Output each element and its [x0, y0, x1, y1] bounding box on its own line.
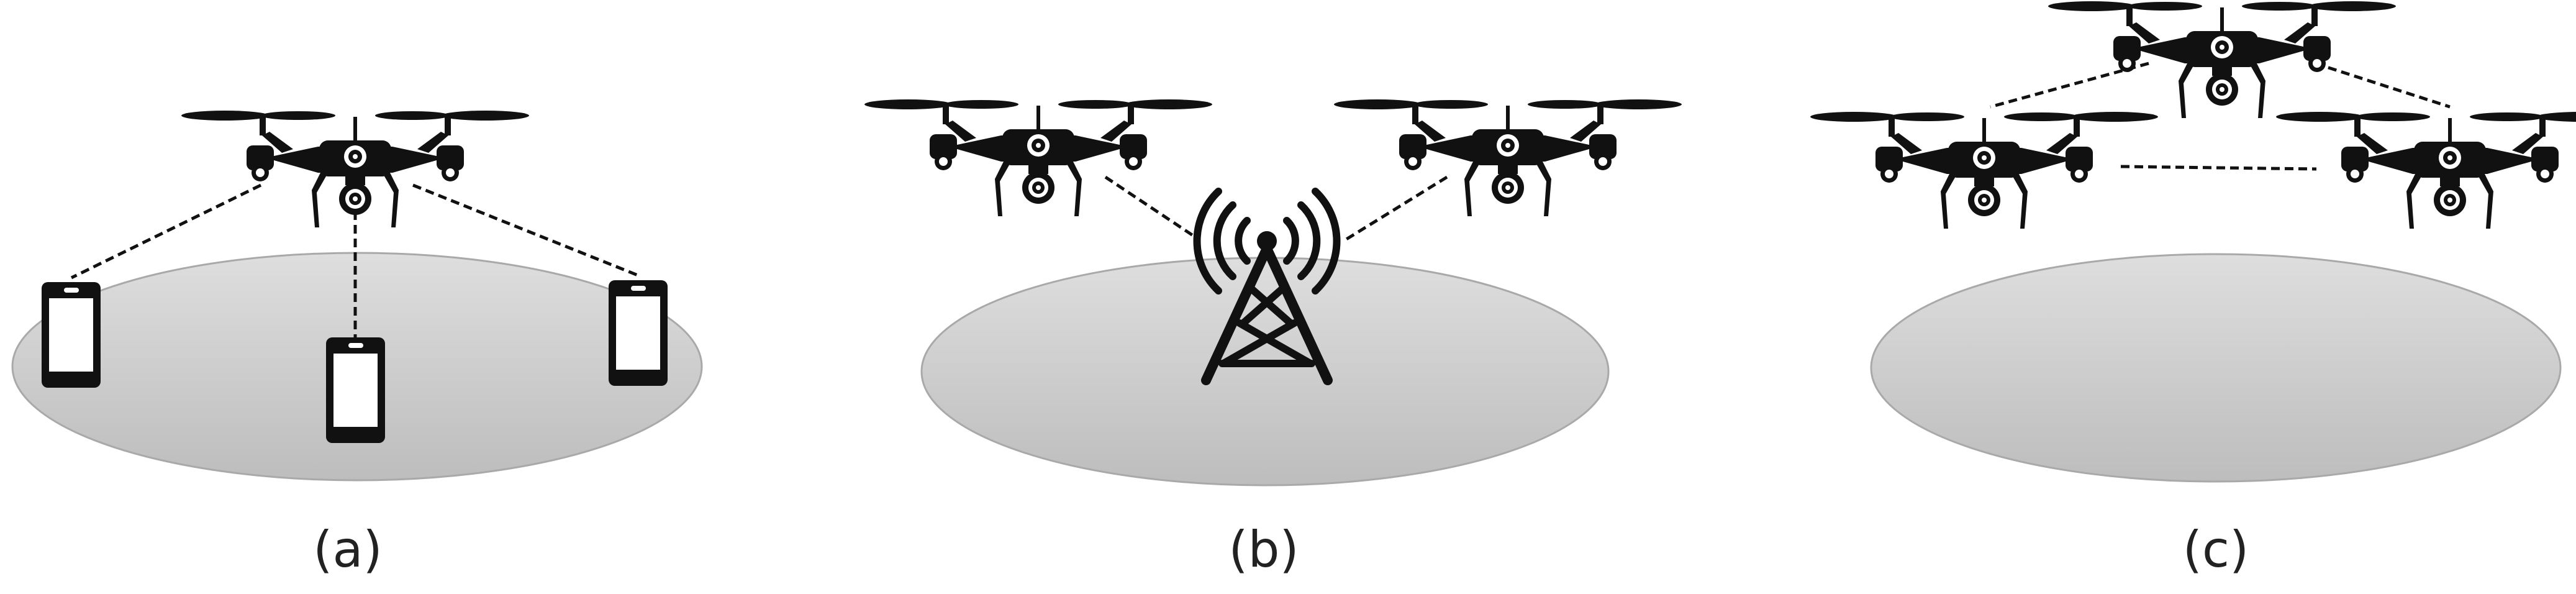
- cell-tower-icon: [1193, 188, 1341, 385]
- smartphone-icon: [42, 282, 101, 388]
- panel-c: (c): [1810, 1, 2576, 578]
- link-drone-tower-right: [1345, 175, 1448, 241]
- link-drone-top-right: [2315, 62, 2451, 109]
- smartphone-icon: [609, 280, 668, 386]
- panel-a: (a): [11, 111, 703, 578]
- panel-caption-c: (c): [2183, 521, 2249, 578]
- link-drone-left-right: [2120, 165, 2317, 171]
- smartphone-icon: [326, 337, 385, 443]
- drone-icon: [2048, 1, 2396, 118]
- drone-icon: [2276, 112, 2576, 229]
- ground-ellipse-b: [920, 257, 1610, 487]
- drone-icon: [864, 99, 1212, 216]
- drone-icon: [1334, 99, 1682, 216]
- ground-ellipse-c: [1870, 253, 2562, 483]
- panel-caption-b: (b): [1228, 521, 1299, 578]
- link-drone-phone-left: [70, 183, 262, 280]
- link-drone-tower-left: [1104, 175, 1200, 241]
- panel-b: (b): [864, 99, 1682, 578]
- drone-icon: [1810, 112, 2158, 229]
- panel-caption-a: (a): [313, 521, 382, 578]
